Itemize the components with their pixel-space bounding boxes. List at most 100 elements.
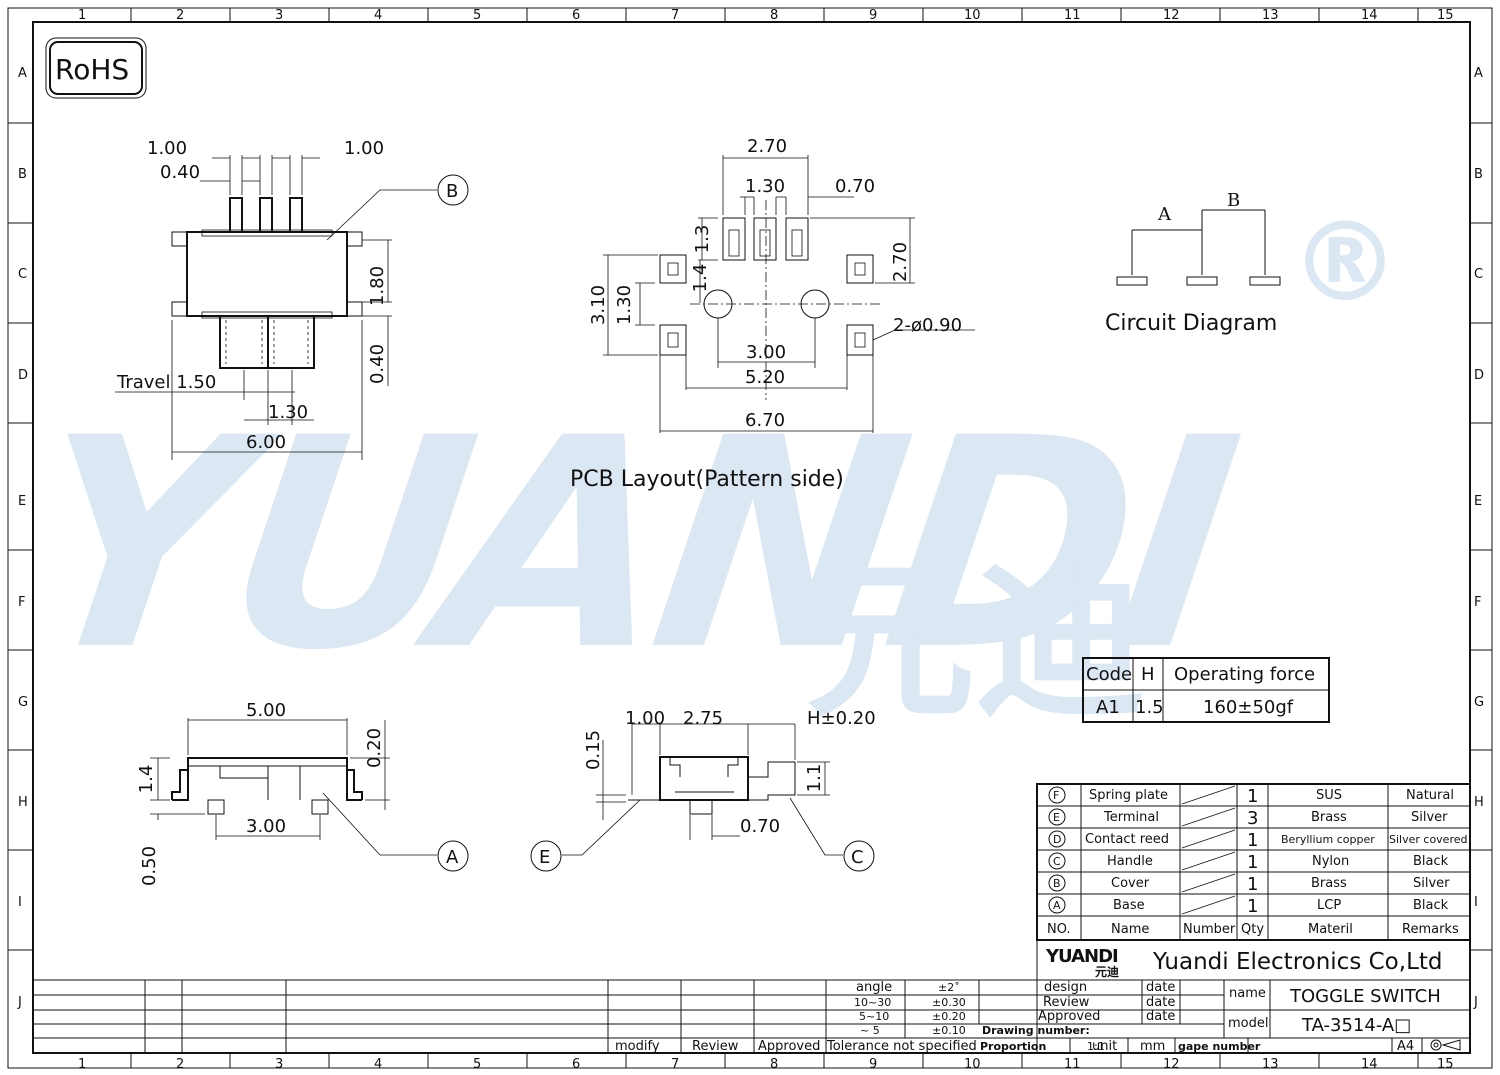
top-dim-6-00: 6.00	[246, 432, 286, 453]
tb-range-3: ~ 5	[860, 1024, 880, 1037]
svg-text:10: 10	[964, 8, 981, 23]
svg-text:B: B	[18, 167, 27, 182]
svg-text:A: A	[18, 66, 27, 81]
svg-text:4: 4	[374, 1057, 382, 1072]
bom-remarks: Silver	[1411, 810, 1448, 825]
bom-name: Terminal	[1103, 810, 1159, 825]
tb-unit: unit	[1092, 1039, 1117, 1054]
tb-range-1-tol: ±0.30	[932, 996, 966, 1009]
tb-angle: angle	[856, 980, 892, 995]
border-ticks	[8, 8, 1492, 1068]
bom-remarks: Silver covered	[1389, 833, 1467, 846]
front-view: 5.00 0.20 1.4 3.00 0.50 A	[136, 700, 469, 886]
pcb-dim-6-70: 6.70	[745, 410, 785, 431]
pcb-pads	[659, 217, 874, 356]
callout-c: C	[851, 847, 864, 868]
bom-material: LCP	[1317, 898, 1341, 913]
tb-tolerance: Tolerance not specified	[826, 1039, 977, 1054]
top-dim-1-80: 1.80	[367, 266, 388, 306]
code-cell-code: A1	[1096, 697, 1120, 718]
border-col-5: 55	[473, 8, 481, 1072]
bom-qty: 1	[1247, 852, 1258, 873]
svg-text:B: B	[1474, 167, 1483, 182]
svg-text:9: 9	[869, 1057, 877, 1072]
svg-text:I: I	[18, 895, 22, 910]
circuit-label-a: A	[1157, 204, 1172, 225]
bom-no: C	[1053, 855, 1061, 868]
pcb-dim-2-hole: 2-ø0.90	[893, 315, 962, 336]
bom-row-d: D Contact reed 1 Beryllium copper Silver…	[1048, 830, 1467, 851]
svg-text:5: 5	[473, 1057, 481, 1072]
pcb-dim-2-70-top: 2.70	[747, 136, 787, 157]
svg-text:15: 15	[1437, 1057, 1454, 1072]
bom-name: Handle	[1107, 854, 1153, 869]
side-dim-1-1: 1.1	[804, 764, 825, 793]
callout-b: B	[446, 181, 458, 202]
tb-range-2-tol: ±0.20	[932, 1010, 966, 1023]
svg-text:11: 11	[1064, 8, 1081, 23]
svg-text:Remarks: Remarks	[1402, 922, 1459, 937]
tb-a4: A4	[1397, 1039, 1414, 1054]
side-dim-0-15: 0.15	[583, 730, 604, 770]
company-logo-cn: 元迪	[1095, 964, 1119, 979]
bom-row-c: C Handle 1 Nylon Black	[1048, 852, 1449, 873]
pcb-dim-1-30-left: 1.30	[614, 285, 635, 325]
watermark: YUANDI 元迪 ®	[10, 198, 1400, 741]
tb-review-label: Review	[1043, 995, 1090, 1010]
svg-text:F: F	[18, 595, 25, 610]
side-view: 1.00 2.75 H±0.20 0.15 1.1 0.70 E C	[530, 708, 876, 872]
side-dim-h: H±0.20	[807, 708, 876, 729]
bom-no: F	[1053, 789, 1059, 802]
border-col-3: 33	[275, 8, 283, 1072]
title-block: YUANDI 元迪 Yuandi Electronics Co,Ltd angl…	[33, 939, 1471, 1054]
svg-text:2: 2	[176, 8, 184, 23]
tb-gape: gape number	[1178, 1040, 1261, 1053]
border-col-6: 66	[572, 8, 580, 1072]
svg-text:H: H	[18, 795, 28, 810]
svg-text:Qty: Qty	[1241, 922, 1264, 937]
pcb-dim-3-10: 3.10	[588, 285, 609, 325]
svg-text:3: 3	[275, 8, 283, 23]
rohs-label: RoHS	[55, 53, 129, 86]
svg-text:13: 13	[1262, 1057, 1279, 1072]
pcb-layout: 2.70 1.30 0.70 1.3 2.70 3.10 1.30 1.4 2-…	[570, 136, 975, 492]
svg-text:2: 2	[176, 1057, 184, 1072]
svg-text:5: 5	[473, 8, 481, 23]
watermark-registered: ®	[1290, 198, 1400, 326]
front-dim-0-50: 0.50	[139, 846, 160, 886]
bom-remarks: Black	[1413, 854, 1449, 869]
svg-text:6: 6	[572, 8, 580, 23]
bom-material: Brass	[1311, 810, 1347, 825]
border-col-1: 11	[78, 8, 86, 1072]
bom-no: E	[1053, 811, 1060, 824]
circuit-diagram: A B Circuit Diagram	[1105, 190, 1281, 336]
top-dim-1-00-left: 1.00	[147, 138, 187, 159]
tb-model: TA-3514-A□	[1301, 1015, 1411, 1036]
svg-text:F: F	[1474, 595, 1481, 610]
border-col-9: 99	[869, 8, 877, 1072]
svg-text:D: D	[1474, 368, 1484, 383]
svg-text:G: G	[1474, 695, 1484, 710]
pcb-dim-1-3: 1.3	[692, 225, 713, 254]
top-dim-travel: Travel 1.50	[116, 372, 216, 393]
tb-modify: modify	[615, 1039, 660, 1054]
watermark-cn: 元迪	[805, 543, 1145, 741]
svg-text:15: 15	[1437, 8, 1454, 23]
tb-mm: mm	[1140, 1039, 1165, 1054]
code-table: Code H Operating force A1 1.5 160±50gf	[1082, 657, 1330, 723]
bom-name: Spring plate	[1089, 788, 1168, 803]
bom-name: Base	[1113, 898, 1145, 913]
border-col-4: 44	[374, 8, 382, 1072]
top-dim-0-40-right: 0.40	[367, 344, 388, 384]
svg-text:A: A	[1474, 66, 1483, 81]
front-dim-3-00: 3.00	[246, 816, 286, 837]
bom-remarks: Natural	[1406, 788, 1454, 803]
tb-design: design	[1044, 980, 1087, 995]
